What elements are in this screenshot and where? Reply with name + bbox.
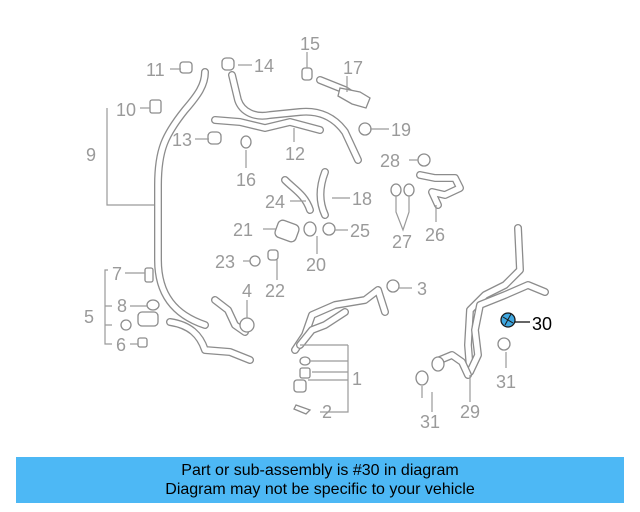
banner-line-2: Diagram may not be specific to your vehi…	[165, 481, 475, 498]
callout-28[interactable]: 28	[380, 151, 400, 171]
callout-1[interactable]: 1	[352, 369, 362, 389]
callout-3[interactable]: 3	[417, 279, 427, 299]
callout-26[interactable]: 26	[425, 225, 445, 245]
callout-12[interactable]: 12	[285, 144, 305, 164]
callout-23[interactable]: 23	[215, 252, 235, 272]
callout-4[interactable]: 4	[242, 281, 252, 301]
callout-18[interactable]: 18	[352, 189, 372, 209]
callout-17[interactable]: 17	[343, 58, 363, 78]
callout-9[interactable]: 9	[86, 145, 96, 165]
callout-8[interactable]: 8	[117, 296, 127, 316]
callout-19[interactable]: 19	[391, 120, 411, 140]
callout-11[interactable]: 11	[146, 60, 165, 80]
callout-29[interactable]: 29	[460, 402, 480, 422]
leader-lines	[104, 52, 530, 413]
callout-24[interactable]: 24	[265, 192, 285, 212]
callout-20[interactable]: 20	[306, 255, 326, 275]
callout-27[interactable]: 27	[392, 232, 412, 252]
parts	[120, 57, 516, 415]
callout-22[interactable]: 22	[265, 281, 285, 301]
callout-25[interactable]: 25	[350, 221, 370, 241]
part-30-clamp-highlighted[interactable]	[500, 312, 516, 328]
parts-diagram: 11 14 15 17 10 9 13 19 12 16 28 18 24 21…	[84, 34, 552, 432]
callout-21[interactable]: 21	[233, 220, 253, 240]
callout-15[interactable]: 15	[300, 34, 320, 54]
callout-31-left[interactable]: 31	[420, 412, 440, 432]
info-banner: Part or sub-assembly is #30 in diagram D…	[16, 457, 624, 503]
callout-30-highlighted[interactable]: 30	[532, 314, 552, 334]
callout-5[interactable]: 5	[84, 307, 94, 327]
callout-31-right[interactable]: 31	[496, 372, 516, 392]
callout-7[interactable]: 7	[112, 264, 122, 284]
callout-14[interactable]: 14	[254, 56, 274, 76]
callout-16[interactable]: 16	[236, 170, 256, 190]
banner-line-1: Part or sub-assembly is #30 in diagram	[181, 462, 459, 479]
hoses	[154, 68, 549, 379]
callout-13[interactable]: 13	[172, 130, 192, 150]
callout-10[interactable]: 10	[116, 100, 136, 120]
callout-2[interactable]: 2	[322, 402, 332, 422]
callouts: 11 14 15 17 10 9 13 19 12 16 28 18 24 21…	[84, 34, 552, 432]
callout-6[interactable]: 6	[116, 335, 126, 355]
